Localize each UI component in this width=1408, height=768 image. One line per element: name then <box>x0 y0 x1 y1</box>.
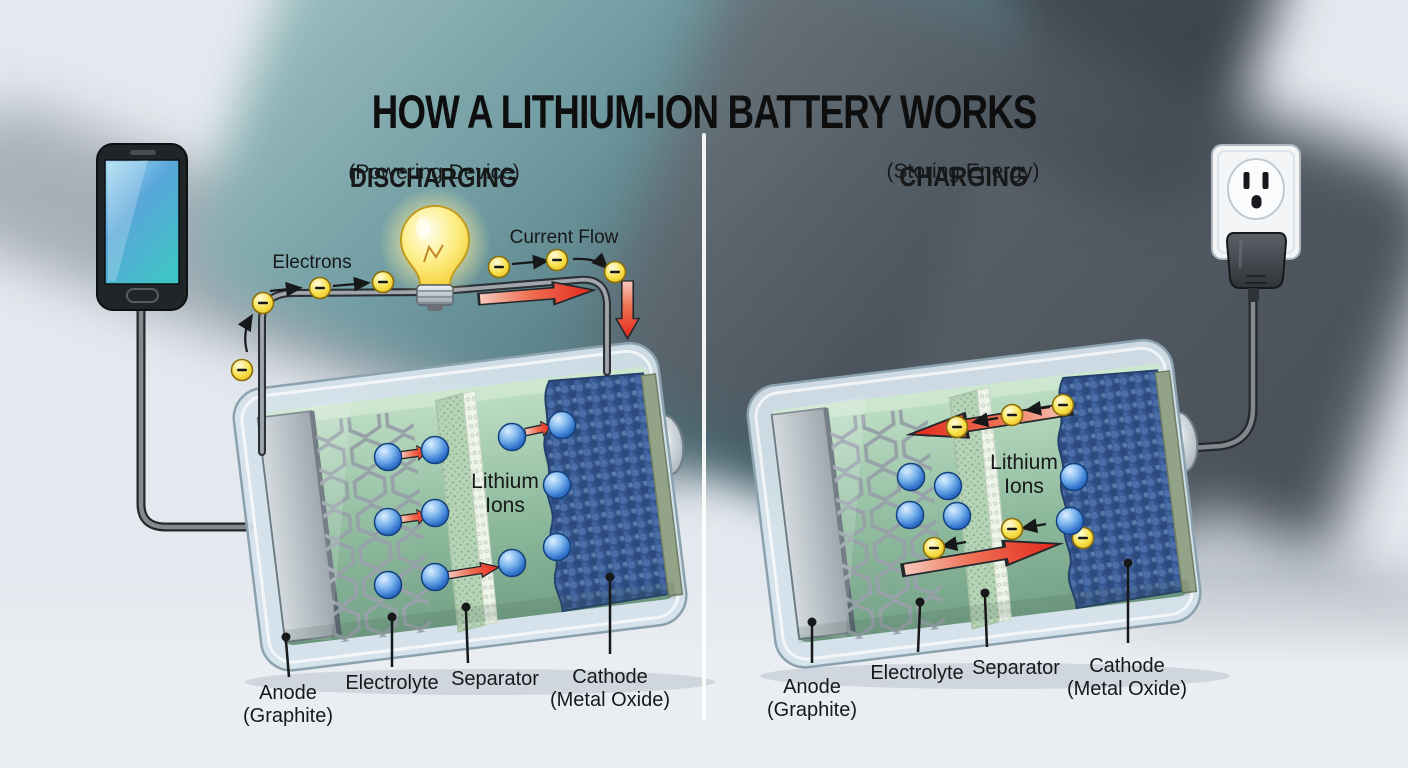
current-flow-label: Current Flow <box>509 227 619 248</box>
lithium-ion-icon <box>1059 462 1089 492</box>
charging-heading: CHARGING <box>898 161 1028 193</box>
lithium-ions-label-charging: Lithium Ions <box>990 451 1058 499</box>
electron-icons-discharging <box>230 248 627 382</box>
electron-icons-charging <box>922 393 1095 560</box>
lithium-ion-icon <box>895 500 925 530</box>
electron-icon <box>922 536 946 560</box>
lithium-ion-icon <box>542 532 572 562</box>
electron-icon <box>230 358 254 382</box>
outlet-slot <box>1243 172 1250 189</box>
electron-icon <box>1000 403 1024 427</box>
electron-icon <box>371 270 395 294</box>
phone-cable-icon <box>136 304 254 532</box>
battery-shadow-left <box>245 669 715 695</box>
electrolyte-label-charging: Electrolyte <box>870 662 964 684</box>
electron-icon <box>545 248 569 272</box>
lithium-ion-icon <box>896 462 926 492</box>
lithium-ion-icon <box>942 501 972 531</box>
discharging-subheading: (Powering Device) <box>348 161 520 184</box>
electrons-label: Electrons <box>272 252 352 273</box>
outlet-ground-hole <box>1251 195 1262 209</box>
lithium-ion-icon <box>497 422 527 452</box>
lithium-ion-icon <box>933 471 963 501</box>
electron-icon <box>603 260 627 284</box>
power-plug-icon <box>1225 232 1288 302</box>
cathode-label-charging: Cathode (Metal Oxide) <box>1066 655 1188 701</box>
outlet-slot <box>1262 172 1269 189</box>
electron-flow-arrows-discharging <box>237 252 609 353</box>
anode-label-discharging: Anode (Graphite) <box>242 682 334 728</box>
lithium-ion-icon <box>373 507 403 537</box>
battery-shadow-right <box>760 663 1230 689</box>
current-flow-arrow-down <box>615 280 640 340</box>
callout-lines-discharging <box>281 572 615 678</box>
phone-home-button <box>126 288 159 303</box>
discharging-heading: DISCHARGING <box>350 162 518 194</box>
page-title: HOW A LITHIUM-ION BATTERY WORKS <box>371 84 1038 138</box>
lithium-ion-icon <box>373 570 403 600</box>
electron-icon <box>1000 517 1024 541</box>
panel-divider <box>702 133 706 721</box>
electron-icon <box>945 415 969 439</box>
wall-outlet-icon <box>1211 144 1301 260</box>
charging-subheading: (Storing Energy) <box>886 160 1040 183</box>
lithium-ion-icon <box>373 442 403 472</box>
lithium-ion-icon <box>497 548 527 578</box>
anode-label-charging: Anode (Graphite) <box>766 676 858 722</box>
cathode-label-discharging: Cathode (Metal Oxide) <box>549 666 671 712</box>
electron-icon <box>251 291 275 315</box>
lithium-ions-label-discharging: Lithium Ions <box>471 470 539 518</box>
lithium-ion-icon <box>547 410 577 440</box>
electrolyte-label-discharging: Electrolyte <box>345 672 439 694</box>
light-bulb-icon <box>399 204 471 311</box>
electron-icon <box>487 255 511 279</box>
outlet-cable-icon <box>1186 294 1258 453</box>
lithium-ion-icon <box>420 498 450 528</box>
lithium-ion-icon <box>1055 506 1085 536</box>
separator-label-discharging: Separator <box>451 668 539 690</box>
electron-icon <box>308 276 332 300</box>
lithium-ion-icon <box>420 562 450 592</box>
separator-label-charging: Separator <box>972 657 1060 679</box>
electron-icon <box>1051 393 1075 417</box>
callout-lines-charging <box>807 558 1133 663</box>
smartphone-icon <box>96 143 188 311</box>
phone-speaker <box>130 150 156 155</box>
lithium-ion-icon <box>420 435 450 465</box>
phone-screen <box>104 159 180 285</box>
lithium-ion-icons-charging <box>895 462 1089 536</box>
lithium-ion-icons-discharging <box>373 410 577 600</box>
lithium-ion-icon <box>542 470 572 500</box>
electron-flow-arrows-charging <box>940 400 1051 552</box>
